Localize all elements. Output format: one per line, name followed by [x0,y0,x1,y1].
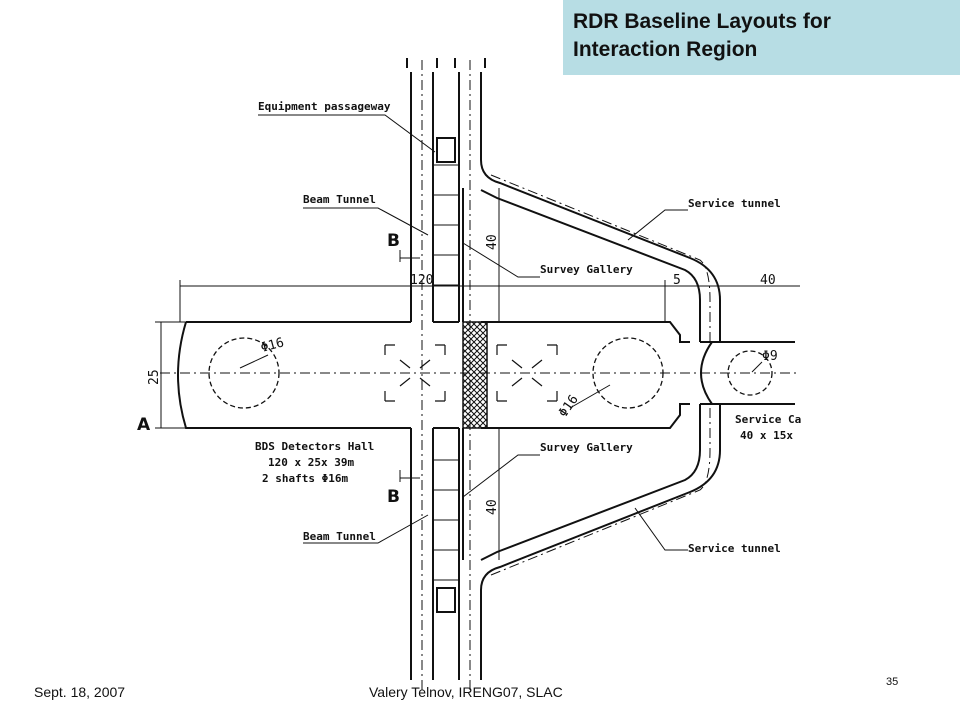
footer-date: Sept. 18, 2007 [34,684,126,700]
slide-title-line2: Interaction Region [573,38,758,61]
section-b-top-marker: B [387,231,400,251]
phi16-left-label: Φ16 [259,335,286,356]
hatched-wall [462,321,488,429]
service-cavern [700,341,795,405]
dim-25: 25 [147,369,162,385]
hall-label-line2: 120 x 25x 39m [268,456,354,469]
service-tunnel-lower [480,404,721,591]
phi9-label: Φ9 [762,349,778,364]
equipment-passageway-label: Equipment passageway [258,100,391,113]
dim-40-right: 40 [760,273,776,288]
shaft-circle-right [592,337,664,409]
shaft-circle-service [727,350,773,396]
slide-title-line1: RDR Baseline Layouts for [573,10,831,33]
footer-author: Valery Telnov, IRENG07, SLAC [369,684,563,700]
dim-40-bottom: 40 [485,499,500,515]
beam-tunnel-bottom-label: Beam Tunnel [303,530,376,543]
beam-tunnel-top-label: Beam Tunnel [303,193,376,206]
survey-gallery-top-label: Survey Gallery [540,263,633,276]
survey-gallery-bottom-label: Survey Gallery [540,441,633,454]
footer-page-number: 35 [886,676,899,688]
dim-5: 5 [673,273,681,288]
shaft-circle-left [208,337,280,409]
dim-120: 120 [410,273,433,288]
section-a-marker: A [137,415,151,435]
section-b-bottom-marker: B [387,487,400,507]
phi16-right-label: Φ16 [556,392,582,420]
service-tunnel-top-label: Service tunnel [688,197,781,210]
service-tunnel-upper [480,159,721,342]
hall-label-line1: BDS Detectors Hall [255,440,374,453]
hall-label-line3: 2 shafts Φ16m [262,472,348,485]
service-tunnel-bottom-label: Service tunnel [688,542,781,555]
dim-40-top: 40 [485,234,500,250]
service-cavern-label-line1: Service Ca [735,413,801,426]
detector-hall-outline [177,321,690,429]
slide-title-box: RDR Baseline Layouts for Interaction Reg… [563,0,960,75]
service-cavern-label-line2: 40 x 15x [740,429,793,442]
